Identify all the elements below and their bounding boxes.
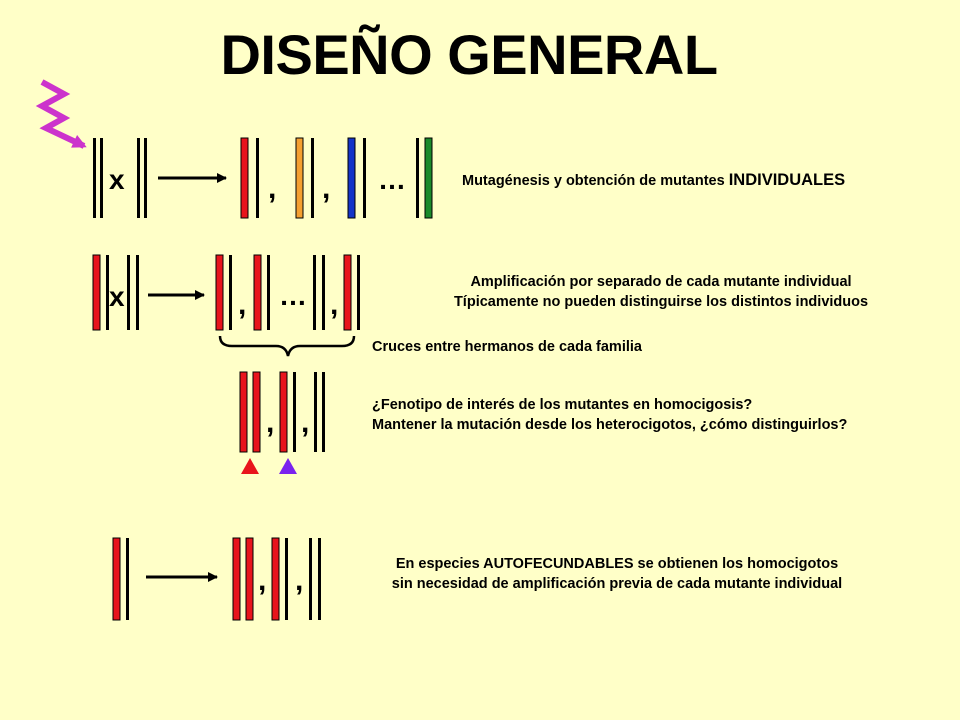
row1-mutant-blue: [347, 137, 366, 219]
row1-caption-emphasis: INDIVIDUALES: [728, 171, 846, 189]
row3-caption-line: Mantener la mutación desde los heterocig…: [372, 417, 848, 433]
row1-caption-text: Mutagénesis y obtención de mutantes: [462, 173, 729, 189]
comma-symbol: ,: [301, 406, 310, 439]
row3-homozygote: [239, 371, 261, 453]
row4-caption: En especies AUTOFECUNDABLES se obtienen …: [352, 554, 882, 594]
row4-homozygote: [232, 537, 254, 621]
ellipsis-symbol: …: [378, 164, 406, 195]
page-title: DISEÑO GENERAL: [220, 23, 718, 86]
row2-caption: Amplificación por separado de cada mutan…: [405, 272, 917, 312]
comma-symbol: ,: [330, 288, 339, 321]
row2-parent-chromosomes: [92, 254, 139, 331]
cross-symbol: x: [109, 281, 125, 312]
row2-family-1: [215, 254, 232, 331]
brace-caption: Cruces entre hermanos de cada familia: [372, 339, 642, 355]
red-triangle-icon: [241, 458, 259, 474]
row1-mutant-red: [240, 137, 259, 219]
comma-symbol: ,: [268, 172, 277, 205]
row1-mutant-green: [416, 137, 433, 219]
zigzag-arrow-icon: [35, 79, 87, 149]
purple-triangle-icon: [279, 458, 297, 474]
row4-caption-line: sin necesidad de amplificación previa de…: [391, 576, 843, 592]
row3-heterozygote: [279, 371, 296, 453]
row2-family-2: [253, 254, 270, 331]
row4-parent: [112, 537, 129, 621]
row2-caption-line: Típicamente no pueden distinguirse los d…: [453, 294, 869, 310]
row1-mutant-orange: [295, 137, 314, 219]
row1-parent-chromosomes: [93, 138, 147, 218]
row4-caption-line: En especies AUTOFECUNDABLES se obtienen …: [395, 556, 839, 572]
ellipsis-symbol: …: [279, 280, 307, 311]
row2-caption-line: Amplificación por separado de cada mutan…: [470, 274, 852, 290]
row2-family-3: [313, 255, 325, 330]
row2-family-4: [343, 254, 360, 331]
comma-symbol: ,: [238, 288, 247, 321]
row4-heterozygote: [271, 537, 288, 621]
row3-caption-line: ¿Fenotipo de interés de los mutantes en …: [372, 397, 753, 413]
row3-caption: ¿Fenotipo de interés de los mutantes en …: [372, 395, 847, 435]
comma-symbol: ,: [295, 564, 304, 597]
curly-brace-icon: [218, 335, 356, 357]
comma-symbol: ,: [266, 406, 275, 439]
row1-caption: Mutagénesis y obtención de mutantes INDI…: [462, 170, 845, 191]
cross-symbol: x: [109, 164, 125, 195]
comma-symbol: ,: [322, 172, 331, 205]
row3-wildtype: [314, 372, 325, 452]
row4-wildtype: [309, 538, 321, 620]
comma-symbol: ,: [258, 564, 267, 597]
